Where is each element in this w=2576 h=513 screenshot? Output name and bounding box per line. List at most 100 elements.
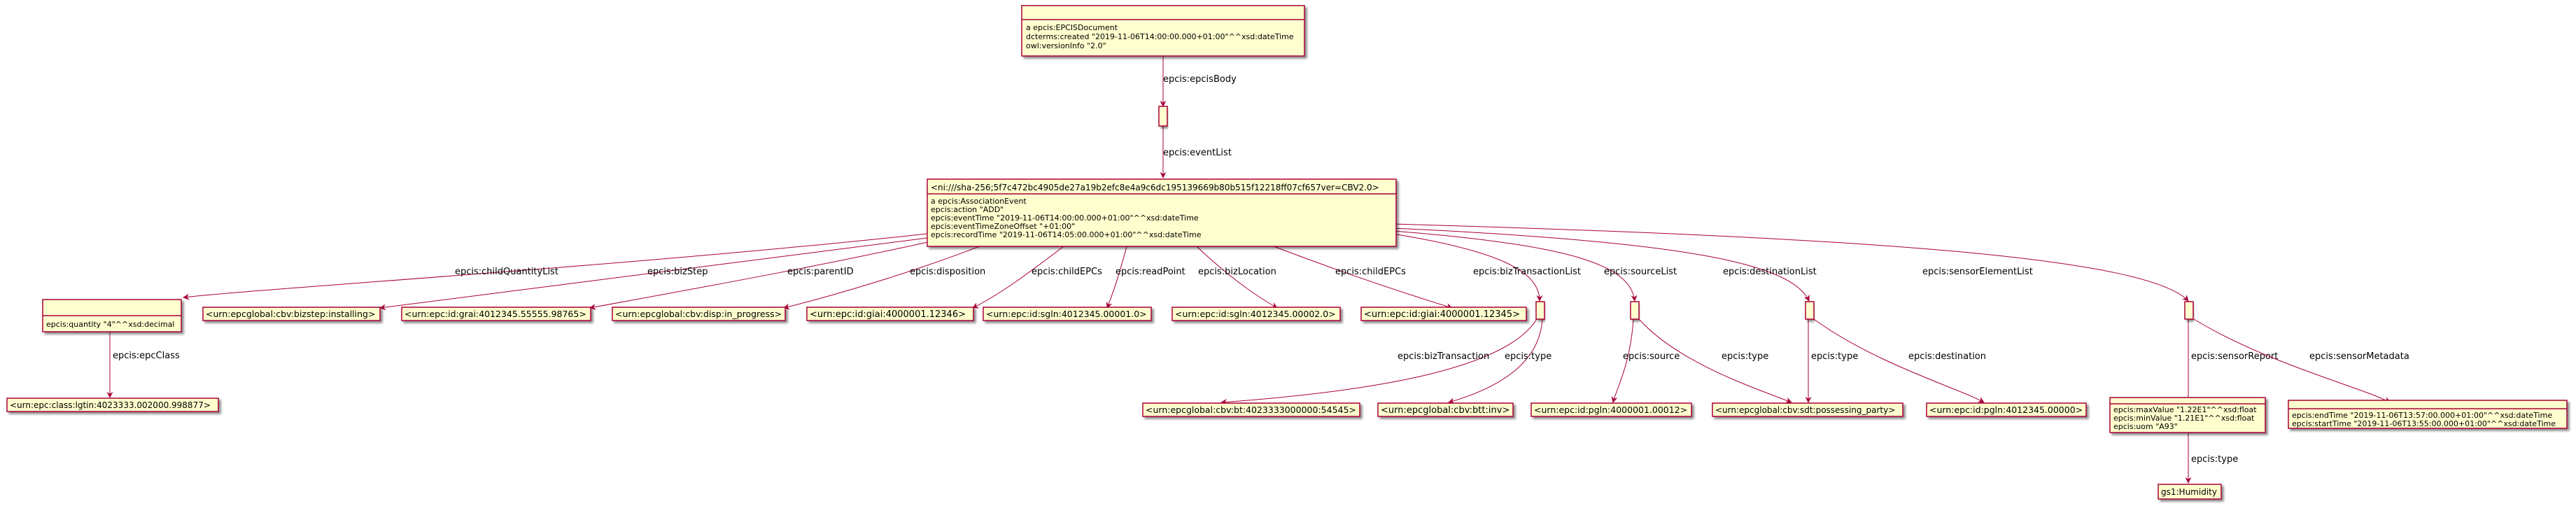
node-child-giai-12345: <urn:epc:id:giai:4000001.12345>	[1360, 307, 1527, 321]
node-title: <urn:epc:class:lgtin:4023333.002000.9988…	[10, 400, 211, 410]
edge-biz-transaction: epcis:bizTransaction	[1220, 318, 1537, 405]
node-title: <urn:epcglobal:cbv:bt:4023333000000:5454…	[1146, 405, 1356, 415]
edge-label-child-epcs-1: epcis:childEPCs	[1032, 267, 1102, 277]
edge-label-sensor-element-list: epcis:sensorElementList	[1922, 267, 2033, 277]
edge-label-biz-transaction-list: epcis:bizTransactionList	[1473, 267, 1581, 277]
node-btt-inv: <urn:epcglobal:cbv:btt:inv>	[1377, 402, 1514, 417]
node-attr: a epcis:AssociationEvent	[931, 197, 1027, 206]
edge-label-epc-class: epcis:epcClass	[113, 351, 180, 361]
node-child-giai-12346: <urn:epc:id:giai:4000001.12346>	[806, 307, 974, 321]
edge-sensor-report: epcis:sensorReport	[2185, 319, 2278, 403]
node-disposition-in-progress: <urn:epcglobal:cbv:disp:in_progress>	[612, 307, 786, 321]
edge-epc-class: epcis:epcClass	[106, 332, 180, 398]
node-destination-pgln: <urn:epc:id:pgln:4012345.00000>	[1926, 402, 2087, 417]
edge-label-biz-step: epcis:bizStep	[647, 267, 708, 277]
node-attr: epcis:startTime "2019-11-06T13:55:00.000…	[2292, 419, 2556, 428]
edge-biz-location: epcis:bizLocation	[1196, 246, 1278, 309]
node-read-point-sgln: <urn:epc:id:sgln:4012345.00001.0>	[983, 307, 1152, 321]
node-attr: epcis:eventTimeZoneOffset "+01:00"	[931, 222, 1075, 231]
node-title: <urn:epc:id:grai:4012345.55555.98765>	[404, 309, 586, 319]
edge-label-source-list: epcis:sourceList	[1604, 267, 1677, 277]
edge-dst-type: epcis:type	[1805, 319, 1858, 403]
edge-child-epcs-2: epcis:childEPCs	[1273, 246, 1453, 309]
edge-label-report-type: epcis:type	[2191, 454, 2238, 465]
edge-label-bt-type: epcis:type	[1505, 351, 1551, 362]
edge-child-epcs-1: epcis:childEPCs	[972, 246, 1102, 309]
node-attr: epcis:uom "A93"	[2113, 422, 2178, 431]
edge-label-epcis-body: epcis:epcisBody	[1163, 74, 1237, 85]
node-attr: epcis:endTime "2019-11-06T13:57:00.000+0…	[2292, 411, 2552, 420]
edge-label-sensor-report: epcis:sensorReport	[2191, 351, 2278, 362]
edge-label-biz-transaction: epcis:bizTransaction	[1398, 351, 1489, 362]
node-quantity-element: epcis:quantity "4"^^xsd:decimal	[42, 299, 182, 332]
node-title: <urn:epc:id:pgln:4012345.00000>	[1929, 405, 2083, 415]
edge-child-quantity-list: epcis:childQuantityList	[183, 233, 928, 300]
edge-sensor-element-list: epcis:sensorElementList	[1392, 223, 2189, 302]
node-title: <urn:epcglobal:cbv:sdt:possessing_party>	[1715, 405, 1895, 415]
blank-node-sensor-element-list	[2184, 301, 2194, 320]
node-title: <urn:epcglobal:cbv:disp:in_progress>	[615, 309, 782, 319]
blank-node-epcis-body	[1158, 106, 1168, 127]
node-title: <urn:epcglobal:cbv:bizstep:installing>	[206, 309, 375, 319]
edge-source-list: epcis:sourceList	[1392, 230, 1677, 302]
node-title: <urn:epc:id:giai:4000001.12345>	[1364, 309, 1520, 320]
edge-label-read-point: epcis:readPoint	[1115, 267, 1185, 277]
edge-label-source: epcis:source	[1623, 351, 1680, 362]
node-sensor-metadata: epcis:endTime "2019-11-06T13:57:00.000+0…	[2288, 400, 2568, 429]
edge-biz-transaction-list: epcis:bizTransactionList	[1392, 233, 1581, 302]
node-biz-location-sgln: <urn:epc:id:sgln:4012345.00002.0>	[1171, 307, 1341, 321]
node-source-pgln: <urn:epc:id:pgln:4000001.00012>	[1530, 402, 1692, 417]
node-attr: epcis:action "ADD"	[931, 205, 1004, 214]
node-parent-grai: <urn:epc:id:grai:4012345.55555.98765>	[401, 307, 591, 321]
node-attr: epcis:quantity "4"^^xsd:decimal	[46, 320, 175, 329]
node-sensor-report: epcis:maxValue "1.22E1"^^xsd:float epcis…	[2109, 397, 2266, 433]
nodes: a epcis:EPCISDocument dcterms:created "2…	[6, 5, 2568, 500]
node-title: <urn:epc:id:giai:4000001.12346>	[810, 309, 966, 320]
edge-bt-type: epcis:type	[1448, 318, 1551, 405]
edge-label-child-quantity-list: epcis:childQuantityList	[455, 267, 558, 277]
node-attr: epcis:maxValue "1.22E1"^^xsd:float	[2113, 405, 2257, 414]
node-association-event: <ni:///sha-256;5f7c472bc4905de27a19b2efc…	[927, 178, 1397, 247]
edge-report-type: epcis:type	[2185, 433, 2238, 484]
blank-node-biz-transaction-list	[1535, 301, 1545, 320]
blank-node-destination-list	[1805, 301, 1815, 320]
blank-node-source-list	[1630, 301, 1640, 320]
edge-label-sensor-metadata: epcis:sensorMetadata	[2309, 351, 2409, 362]
edge-label-parent-id: epcis:parentID	[787, 267, 854, 277]
node-attr: epcis:eventTime "2019-11-06T14:00:00.000…	[931, 213, 1199, 223]
edge-label-src-type: epcis:type	[1722, 351, 1768, 362]
edge-read-point: epcis:readPoint	[1106, 246, 1185, 309]
node-attr: epcis:minValue "1.21E1"^^xsd:float	[2113, 414, 2255, 423]
edge-disposition: epcis:disposition	[783, 246, 985, 310]
edge-source: epcis:source	[1611, 318, 1680, 403]
edge-label-destination: epcis:destination	[1908, 351, 1986, 362]
node-title: <urn:epc:id:sgln:4012345.00002.0>	[1175, 309, 1336, 319]
edge-parent-id: epcis:parentID	[589, 241, 931, 310]
node-bizstep-installing: <urn:epcglobal:cbv:bizstep:installing>	[202, 307, 381, 321]
node-gs1-humidity: gs1:Humidity	[2158, 484, 2222, 500]
edge-label-event-list: epcis:eventList	[1163, 148, 1232, 158]
node-attr: owl:versionInfo "2.0"	[1026, 41, 1106, 50]
node-attr: dcterms:created "2019-11-06T14:00:00.000…	[1026, 32, 1294, 41]
edge-label-child-epcs-2: epcis:childEPCs	[1335, 267, 1406, 277]
node-title: gs1:Humidity	[2161, 487, 2217, 497]
node-attr: epcis:recordTime "2019-11-06T14:05:00.00…	[931, 230, 1202, 239]
node-lgtin-class: <urn:epc:class:lgtin:4023333.002000.9988…	[6, 398, 219, 412]
edge-epcis-body: epcis:epcisBody	[1160, 56, 1237, 107]
node-title: <ni:///sha-256;5f7c472bc4905de27a19b2efc…	[931, 183, 1379, 192]
node-attr: a epcis:EPCISDocument	[1026, 23, 1118, 32]
edge-label-destination-list: epcis:destinationList	[1723, 267, 1817, 277]
edge-label-dst-type: epcis:type	[1811, 351, 1858, 362]
edge-label-disposition: epcis:disposition	[910, 267, 985, 277]
node-biz-transaction-bt: <urn:epcglobal:cbv:bt:4023333000000:5454…	[1142, 402, 1360, 417]
edge-destination-list: epcis:destinationList	[1392, 227, 1817, 302]
edge-sensor-metadata: epcis:sensorMetadata	[2193, 318, 2409, 403]
node-title: <urn:epc:id:sgln:4012345.00001.0>	[986, 309, 1147, 319]
node-title: <urn:epcglobal:cbv:btt:inv>	[1381, 405, 1509, 416]
edge-label-biz-location: epcis:bizLocation	[1198, 267, 1276, 277]
node-sdt-possessing-party: <urn:epcglobal:cbv:sdt:possessing_party>	[1712, 402, 1903, 417]
edge-event-list: epcis:eventList	[1160, 126, 1232, 178]
edges: epcis:epcisBody epcis:eventList epcis:ch…	[106, 56, 2409, 484]
node-epcis-document: a epcis:EPCISDocument dcterms:created "2…	[1021, 5, 1305, 57]
